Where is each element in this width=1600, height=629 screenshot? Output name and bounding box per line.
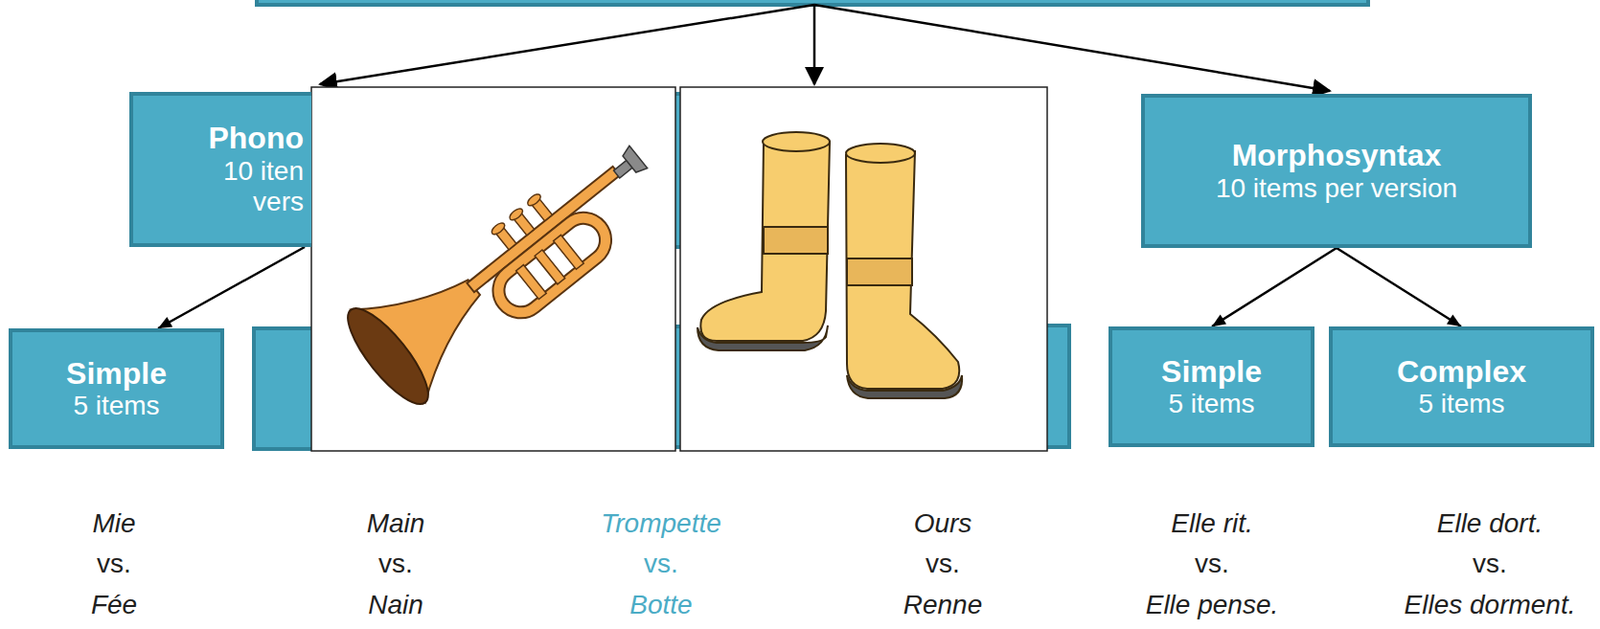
level-box: Simple5 items bbox=[8, 328, 225, 450]
versus-label: vs. bbox=[96, 548, 132, 581]
tree-arrow bbox=[158, 247, 305, 329]
picture-card bbox=[680, 87, 1048, 452]
arrow-line bbox=[1211, 248, 1337, 327]
example-word: Ours bbox=[914, 507, 973, 541]
box-heading: Morphosyntax bbox=[1232, 137, 1442, 174]
box-detail: 5 items bbox=[1167, 388, 1255, 420]
box-heading: Complex bbox=[1396, 354, 1527, 390]
example-word: Mie bbox=[91, 507, 136, 541]
arrow-line bbox=[1336, 248, 1462, 327]
example-word: Trompette bbox=[600, 507, 722, 541]
level-box: Simple5 items bbox=[1108, 326, 1315, 448]
arrow-head bbox=[1446, 314, 1462, 327]
category-box: Phono10 itenvers bbox=[129, 91, 312, 248]
example-word: Renne bbox=[903, 589, 983, 622]
box-heading: Simple bbox=[66, 356, 167, 392]
example-word: Main bbox=[366, 507, 426, 541]
example-word: Elles dorment. bbox=[1404, 589, 1577, 622]
example-word: Elle rit. bbox=[1170, 507, 1254, 541]
versus-label: vs. bbox=[1194, 548, 1230, 581]
example-word: Elle pense. bbox=[1145, 589, 1280, 622]
boots-picture bbox=[697, 132, 962, 399]
tree-arrow bbox=[1336, 248, 1462, 327]
example-word: Nain bbox=[367, 589, 424, 622]
versus-label: vs. bbox=[1472, 548, 1508, 581]
trumpet-picture bbox=[336, 110, 676, 415]
box-detail: vers bbox=[252, 186, 304, 218]
versus-label: vs. bbox=[925, 548, 960, 581]
root-arrow bbox=[814, 4, 1330, 92]
arrow-head bbox=[1211, 314, 1227, 327]
box-heading: Phono bbox=[207, 120, 304, 157]
tree-arrow bbox=[1211, 248, 1337, 327]
picture-card bbox=[311, 87, 676, 452]
box-detail: 5 items bbox=[1417, 388, 1505, 420]
box-detail: 10 items per version bbox=[1215, 173, 1458, 205]
category-box: Morphosyntax10 items per version bbox=[1141, 93, 1532, 249]
example-word: Elle dort. bbox=[1437, 507, 1544, 541]
root-arrow bbox=[320, 4, 815, 85]
level-box: Complex5 items bbox=[1328, 326, 1595, 448]
example-word: Fée bbox=[91, 589, 138, 622]
versus-label: vs. bbox=[643, 548, 679, 581]
box-detail: 5 items bbox=[72, 390, 160, 422]
arrow-line bbox=[158, 247, 305, 329]
arrow-head bbox=[158, 317, 173, 329]
box-detail: 10 iten bbox=[223, 156, 304, 187]
box-heading: Simple bbox=[1161, 354, 1262, 390]
versus-label: vs. bbox=[378, 548, 413, 581]
example-word: Botte bbox=[629, 589, 692, 622]
root-arrow bbox=[813, 4, 817, 85]
